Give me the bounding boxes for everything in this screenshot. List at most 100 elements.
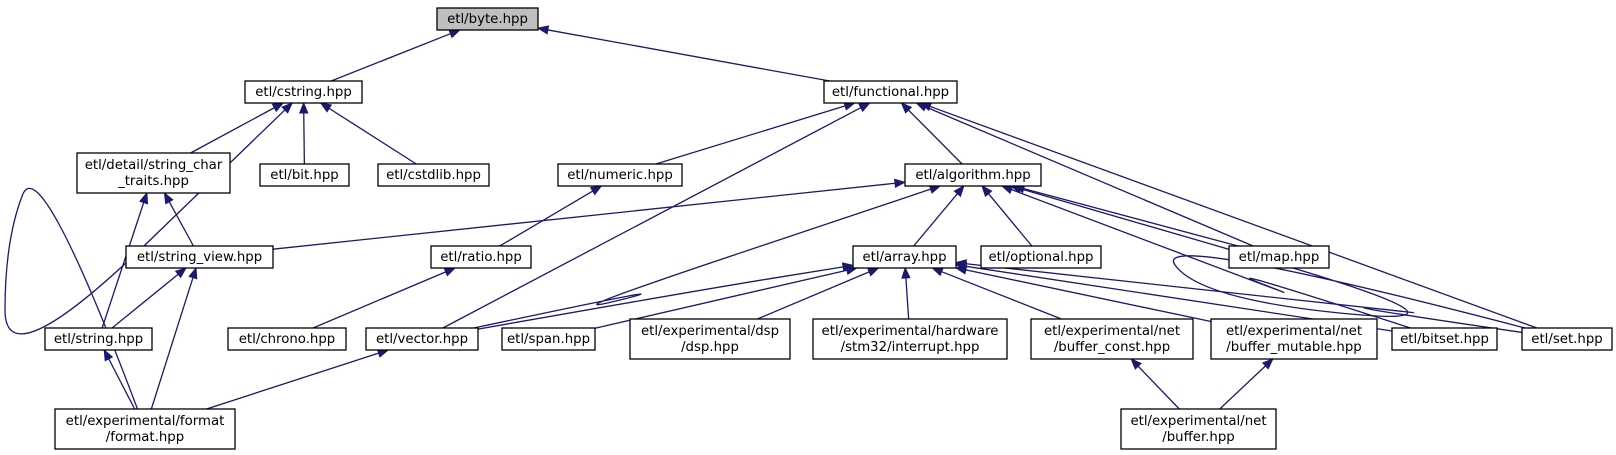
edge-line — [1011, 188, 1411, 329]
node-box[interactable] — [1228, 245, 1330, 269]
node-vector[interactable]: etl/vector.hpp — [365, 327, 479, 351]
edge-line — [905, 277, 910, 320]
edge-format-to-string_view — [150, 266, 198, 410]
node-box[interactable] — [1210, 318, 1378, 360]
node-box[interactable] — [76, 152, 231, 194]
edge-line — [499, 190, 594, 247]
node-box[interactable] — [812, 318, 1008, 360]
edge-buffer-to-buffer_const — [1130, 358, 1180, 410]
node-functional[interactable]: etl/functional.hpp — [823, 80, 958, 104]
node-box[interactable] — [980, 245, 1102, 269]
node-box[interactable] — [852, 245, 957, 269]
edge-line — [929, 105, 1538, 329]
arrowhead-icon — [448, 29, 462, 39]
node-cstdlib[interactable]: etl/cstdlib.hpp — [377, 163, 490, 187]
node-box[interactable] — [501, 327, 596, 351]
node-byte[interactable]: etl/byte.hpp — [436, 7, 539, 31]
edge-line — [206, 352, 379, 410]
node-ratio[interactable]: etl/ratio.hpp — [430, 245, 532, 269]
node-buffer[interactable]: etl/experimental/net/buffer.hpp — [1120, 408, 1277, 450]
node-algorithm[interactable]: etl/algorithm.hpp — [904, 163, 1042, 187]
node-label: /buffer_mutable.hpp — [1226, 340, 1361, 355]
edge-line — [111, 273, 179, 329]
node-cstring[interactable]: etl/cstring.hpp — [244, 80, 363, 104]
edge-line — [1137, 365, 1180, 410]
node-format[interactable]: etl/experimental/format/format.hpp — [54, 408, 236, 450]
node-box[interactable] — [904, 163, 1042, 187]
edge-string_char_traits-to-cstring — [190, 102, 285, 154]
edge-line — [547, 29, 830, 82]
node-box[interactable] — [227, 327, 347, 351]
node-bit[interactable]: etl/bit.hpp — [259, 163, 350, 187]
node-box[interactable] — [436, 7, 539, 31]
edge-bit-to-cstring — [299, 101, 309, 165]
node-array[interactable]: etl/array.hpp — [852, 245, 957, 269]
edge-dsp-to-array — [757, 267, 880, 320]
node-label: /format.hpp — [106, 430, 184, 445]
node-box[interactable] — [1120, 408, 1277, 450]
edge-cstring-to-byte — [330, 29, 462, 82]
node-string[interactable]: etl/string.hpp — [44, 327, 153, 351]
node-box[interactable] — [1030, 318, 1194, 360]
node-box[interactable] — [54, 408, 236, 450]
node-box[interactable] — [430, 245, 532, 269]
node-box[interactable] — [823, 80, 958, 104]
edge-interrupt-to-array — [901, 266, 911, 320]
node-label: etl/string.hpp — [54, 332, 143, 347]
edge-line — [442, 107, 862, 329]
node-label: etl/algorithm.hpp — [915, 168, 1030, 183]
edge-line — [150, 277, 194, 410]
node-bitset[interactable]: etl/bitset.hpp — [1391, 327, 1498, 351]
edge-vector-to-functional — [442, 102, 871, 329]
node-box[interactable] — [1521, 327, 1613, 351]
node-label: etl/cstdlib.hpp — [386, 168, 481, 183]
node-string-char-traits[interactable]: etl/detail/string_char_traits.hpp — [76, 152, 231, 194]
node-box[interactable] — [365, 327, 479, 351]
edge-string_view-to-algorithm — [272, 178, 907, 250]
arrowhead-icon — [894, 178, 907, 189]
node-chrono[interactable]: etl/chrono.hpp — [227, 327, 347, 351]
edge-line — [473, 188, 931, 329]
node-label: etl/vector.hpp — [376, 332, 468, 347]
node-box[interactable] — [259, 163, 350, 187]
node-box[interactable] — [377, 163, 490, 187]
node-box[interactable] — [125, 245, 274, 269]
arrowhead-icon — [1261, 358, 1274, 370]
edge-line — [168, 201, 195, 247]
node-box[interactable] — [244, 80, 363, 104]
edge-line — [965, 263, 1523, 334]
node-label: etl/cstring.hpp — [255, 85, 352, 100]
node-label: etl/bitset.hpp — [1400, 332, 1489, 347]
node-dsp[interactable]: etl/experimental/dsp/dsp.hpp — [629, 318, 791, 360]
node-buffer-const[interactable]: etl/experimental/net/buffer_const.hpp — [1030, 318, 1194, 360]
edge-functional-to-byte — [536, 25, 830, 82]
edge-numeric-to-functional — [655, 101, 856, 165]
node-map[interactable]: etl/map.hpp — [1228, 245, 1330, 269]
node-string-view[interactable]: etl/string_view.hpp — [125, 245, 274, 269]
arrowhead-icon — [188, 266, 198, 280]
edge-format-to-vector — [206, 348, 390, 410]
node-interrupt[interactable]: etl/experimental/hardware/stm32/interrup… — [812, 318, 1008, 360]
node-box[interactable] — [1391, 327, 1498, 351]
node-set[interactable]: etl/set.hpp — [1521, 327, 1613, 351]
node-buffer-mutable[interactable]: etl/experimental/net/buffer_mutable.hpp — [1210, 318, 1378, 360]
node-span[interactable]: etl/span.hpp — [501, 327, 596, 351]
node-numeric[interactable]: etl/numeric.hpp — [557, 163, 683, 187]
edges-layer — [4, 25, 1538, 410]
edge-line — [101, 202, 145, 329]
edge-string_view-to-string_char_traits — [163, 191, 195, 247]
arrowhead-icon — [858, 102, 871, 113]
edge-line — [272, 182, 896, 250]
node-box[interactable] — [44, 327, 153, 351]
node-box[interactable] — [557, 163, 683, 187]
arrowhead-icon — [139, 191, 149, 205]
node-optional[interactable]: etl/optional.hpp — [980, 245, 1102, 269]
edge-line — [925, 106, 1254, 247]
edge-string-to-string_view — [111, 267, 187, 329]
arrowhead-icon — [1130, 358, 1142, 370]
arrowhead-icon — [900, 102, 913, 114]
arrowhead-icon — [536, 25, 550, 35]
edge-line — [108, 358, 136, 410]
node-label: etl/numeric.hpp — [567, 168, 673, 183]
node-box[interactable] — [629, 318, 791, 360]
